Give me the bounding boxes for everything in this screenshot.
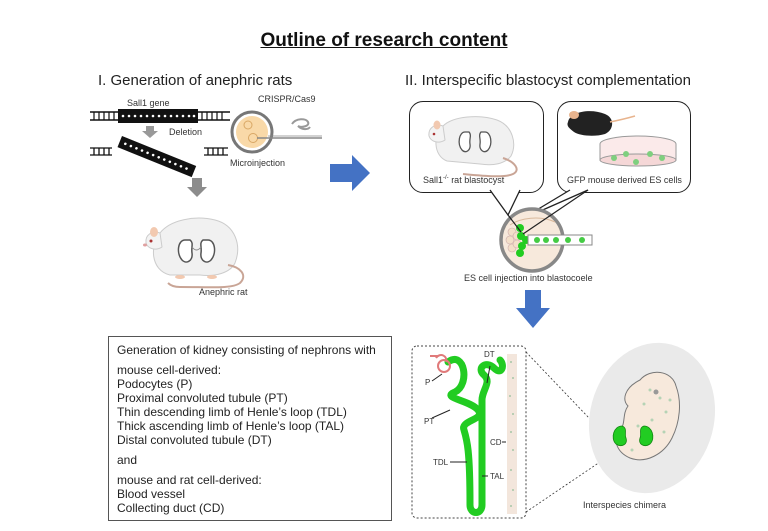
nephron-frame (411, 345, 527, 519)
list-item: Collecting duct (CD) (117, 501, 225, 515)
label-cd: CD (490, 438, 502, 447)
collecting-duct (507, 354, 517, 514)
glomerulus-icon (430, 354, 451, 373)
deleted-segment (117, 136, 197, 178)
dna-top-strand (90, 109, 230, 123)
page-title: Outline of research content (260, 30, 508, 51)
genotype-superscript: -/- (443, 175, 449, 181)
list-item: Blood vessel (117, 487, 186, 501)
anephric-rat-label: Anephric rat (199, 287, 248, 297)
injection-pipette (527, 234, 593, 246)
mouse-es-cells-label: GFP mouse derived ES cells (567, 175, 682, 185)
rat-blastocyst-gene: Sall1 (423, 175, 444, 185)
black-mouse-icon (567, 111, 636, 136)
dna-left-fragment (90, 147, 112, 156)
gfp-mouse-and-dish-illustration (567, 111, 677, 167)
blue-right-arrow-icon (330, 155, 370, 191)
anephric-rat-illustration (143, 217, 245, 289)
section-2-heading: II. Interspecific blastocyst complementa… (405, 72, 691, 89)
interspecies-chimera-embryo (588, 342, 716, 494)
down-arrow-small-icon (142, 126, 158, 138)
empty-kidney-icon (177, 239, 216, 263)
kidney-generation-summary: Generation of kidney consisting of nephr… (108, 336, 392, 521)
label-pt: PT (424, 417, 435, 426)
sall1-gene-label: Sall1 gene (127, 98, 170, 108)
list-item: Distal convoluted tubule (DT) (117, 433, 272, 447)
list-item: Podocytes (P) (117, 377, 193, 391)
crispr-cas9-label: CRISPR/Cas9 (258, 94, 316, 104)
list-item: Thick ascending limb of Henle’s loop (TA… (117, 419, 344, 433)
mouse-derived-heading: mouse cell-derived: (117, 363, 222, 377)
list-item: Proximal convoluted tubule (PT) (117, 391, 288, 405)
deletion-label: Deletion (169, 127, 203, 137)
crispr-cas9-icon (291, 118, 311, 131)
sall1-rat-illustration (428, 116, 518, 178)
section-1-heading: I. Generation of anephric rats (98, 72, 293, 89)
blue-down-arrow-icon (516, 290, 550, 328)
connector-text: and (117, 453, 138, 467)
es-injection-label: ES cell injection into blastocoele (464, 273, 593, 283)
dna-deletion-diagram (90, 109, 230, 178)
label-p: P (425, 378, 431, 387)
gfp-kidney-icon (612, 425, 654, 446)
label-dt: DT (484, 350, 495, 359)
microinjection-label: Microinjection (230, 158, 286, 168)
rat-blastocyst-label: Sall1-/- rat blastocyst (423, 175, 504, 185)
petri-dish-icon (599, 135, 677, 167)
nephron-tubule (444, 356, 506, 516)
mouse-rat-derived-heading: mouse and rat cell-derived: (117, 473, 262, 487)
microinjection-oocyte (230, 110, 322, 154)
summary-line: Generation of kidney consisting of nephr… (117, 343, 376, 357)
gray-down-arrow-icon (187, 178, 207, 197)
list-item: Thin descending limb of Henle’s loop (TD… (117, 405, 347, 419)
label-tdl: TDL (433, 458, 449, 467)
rat-blastocyst-suffix: rat blastocyst (448, 175, 505, 185)
chimera-label: Interspecies chimera (583, 500, 667, 510)
dna-right-fragment (204, 147, 228, 156)
label-tal: TAL (490, 472, 505, 481)
